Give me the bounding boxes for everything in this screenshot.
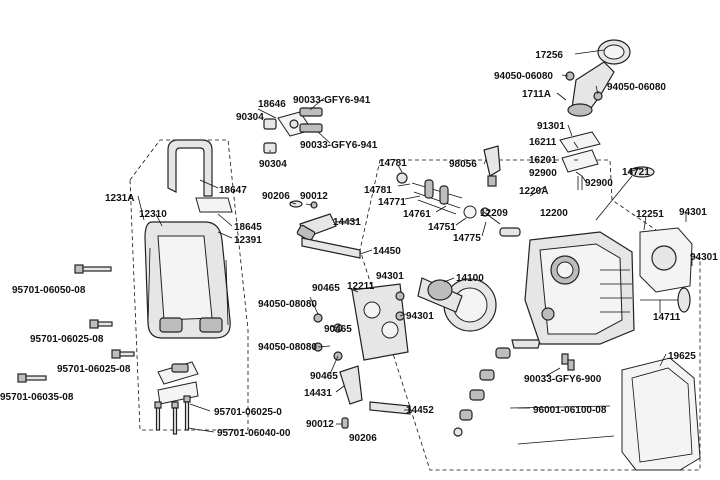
label-90033-gfy6-941-a: 90033-GFY6-941 <box>293 95 371 106</box>
breather-pipe <box>167 139 233 213</box>
label-95701-06035-08: 95701-06035-08 <box>0 392 74 403</box>
label-94301-c: 94301 <box>376 271 404 282</box>
label-90206-b: 90206 <box>349 433 377 444</box>
label-90033-gfy6-941-b: 90033-GFY6-941 <box>300 140 378 151</box>
part-labels: 17256 94050-06080 94050-06080 1711A 9130… <box>0 50 718 444</box>
label-92900-b: 92900 <box>585 178 613 189</box>
cover-group-outline <box>129 139 249 431</box>
label-95701-06025-08-b: 95701-06025-08 <box>57 364 131 375</box>
cylinder-head <box>524 231 635 345</box>
label-94050-08080-b: 94050-08080 <box>258 342 317 353</box>
label-16211: 16211 <box>529 137 557 148</box>
label-14431-b: 14431 <box>304 388 332 399</box>
label-94301-b: 94301 <box>690 252 718 263</box>
label-18645: 18645 <box>234 222 262 233</box>
label-95701-06025-08-a: 95701-06025-08 <box>30 334 104 345</box>
valve-cover <box>144 221 231 339</box>
label-14781-b: 14781 <box>364 185 392 196</box>
label-19625: 19625 <box>668 351 696 362</box>
valve-springs-upper <box>396 172 521 237</box>
label-12211: 12211 <box>347 281 375 292</box>
label-17256: 17256 <box>535 50 563 61</box>
label-90206-a: 90206 <box>262 191 290 202</box>
label-94301-d: 94301 <box>406 311 434 322</box>
label-14450: 14450 <box>373 246 401 257</box>
cover-gaskets <box>157 361 199 405</box>
label-94301-a: 94301 <box>679 207 707 218</box>
label-90033-gfy6-900: 90033-GFY6-900 <box>524 374 602 385</box>
label-90012-b: 90012 <box>306 419 334 430</box>
label-90465-b: 90465 <box>324 324 352 335</box>
label-14775: 14775 <box>453 233 481 244</box>
label-14771: 14771 <box>378 197 406 208</box>
label-90304-b: 90304 <box>259 159 287 170</box>
label-94050-06080-a: 94050-06080 <box>494 71 553 82</box>
label-96001-06100-08: 96001-06100-08 <box>533 405 607 416</box>
label-90012-a: 90012 <box>300 191 328 202</box>
label-18646: 18646 <box>258 99 286 110</box>
label-1220a: 1220A <box>519 186 548 197</box>
leader-lines <box>137 49 693 433</box>
spark-plug <box>483 145 501 187</box>
valve-springs-lower <box>453 339 541 437</box>
head-gasket <box>639 227 693 293</box>
cover-bolts <box>17 264 191 435</box>
label-90465-a: 90465 <box>312 283 340 294</box>
label-98056: 98056 <box>449 159 477 170</box>
base-gasket <box>621 357 701 471</box>
label-12251: 12251 <box>636 209 664 220</box>
label-14431-a: 14431 <box>333 217 361 228</box>
label-14761: 14761 <box>403 209 431 220</box>
label-12209: 12209 <box>480 208 508 219</box>
intake-manifold <box>559 39 631 190</box>
label-95701-06025-0: 95701-06025-0 <box>214 407 282 418</box>
label-16201: 16201 <box>529 155 557 166</box>
label-95701-06050-08: 95701-06050-08 <box>12 285 86 296</box>
label-92900-a: 92900 <box>529 168 557 179</box>
camshaft-holder <box>313 283 409 429</box>
label-94050-06080-b: 94050-06080 <box>607 82 666 93</box>
label-14711: 14711 <box>653 312 681 323</box>
rocker-arms <box>289 200 363 405</box>
label-12200: 12200 <box>540 208 568 219</box>
label-12391: 12391 <box>234 235 262 246</box>
label-1711a: 1711A <box>522 89 551 100</box>
label-14751: 14751 <box>428 222 456 233</box>
label-14452: 14452 <box>406 405 434 416</box>
label-14721: 14721 <box>622 167 650 178</box>
label-94050-08080-a: 94050-08080 <box>258 299 317 310</box>
label-12310: 12310 <box>139 209 167 220</box>
camshaft <box>417 277 497 332</box>
rocker-shafts <box>301 237 411 415</box>
label-14781-a: 14781 <box>379 158 407 169</box>
reed-plate <box>263 107 323 154</box>
label-90304-a: 90304 <box>236 112 264 123</box>
label-1231a: 1231A <box>105 193 134 204</box>
label-95701-06040-00: 95701-06040-00 <box>217 428 291 439</box>
label-90465-c: 90465 <box>310 371 338 382</box>
label-18647: 18647 <box>219 185 247 196</box>
label-14100: 14100 <box>456 273 484 284</box>
label-91301: 91301 <box>537 121 565 132</box>
long-studs <box>509 353 615 445</box>
